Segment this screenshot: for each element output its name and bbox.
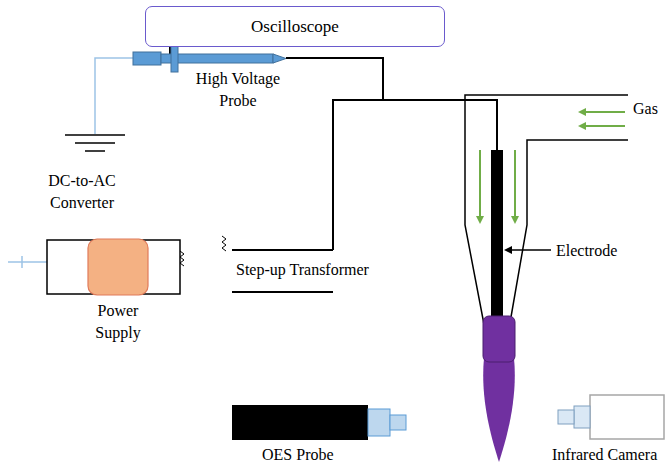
transformer-coil — [222, 236, 226, 251]
leader-arrow — [506, 249, 551, 251]
oes-probe — [232, 405, 406, 440]
converter-label: DC-to-AC Converter — [40, 170, 124, 213]
plasma-jet — [483, 358, 515, 462]
node-label: Oscilloscope — [251, 17, 339, 37]
probe-label: High Voltage Probe — [180, 68, 296, 111]
power-supply-label: Power Supply — [80, 300, 156, 343]
ground-symbol — [65, 135, 125, 151]
camera-label: Infrared Camera — [552, 444, 657, 466]
circuit-wires — [232, 58, 497, 292]
plasma-core — [483, 316, 515, 362]
gas-label: Gas — [633, 98, 658, 120]
electrode-label: Electrode — [556, 240, 617, 262]
gas-nozzle — [465, 95, 628, 340]
power-supply — [8, 239, 180, 295]
infrared-camera — [558, 395, 664, 439]
ground-wire — [95, 58, 135, 134]
instrument-box: Oscilloscope — [145, 6, 445, 47]
electrode-rod — [491, 150, 503, 318]
transformer-label: Step-up Transformer — [236, 259, 369, 281]
oes-label: OES Probe — [262, 444, 334, 466]
